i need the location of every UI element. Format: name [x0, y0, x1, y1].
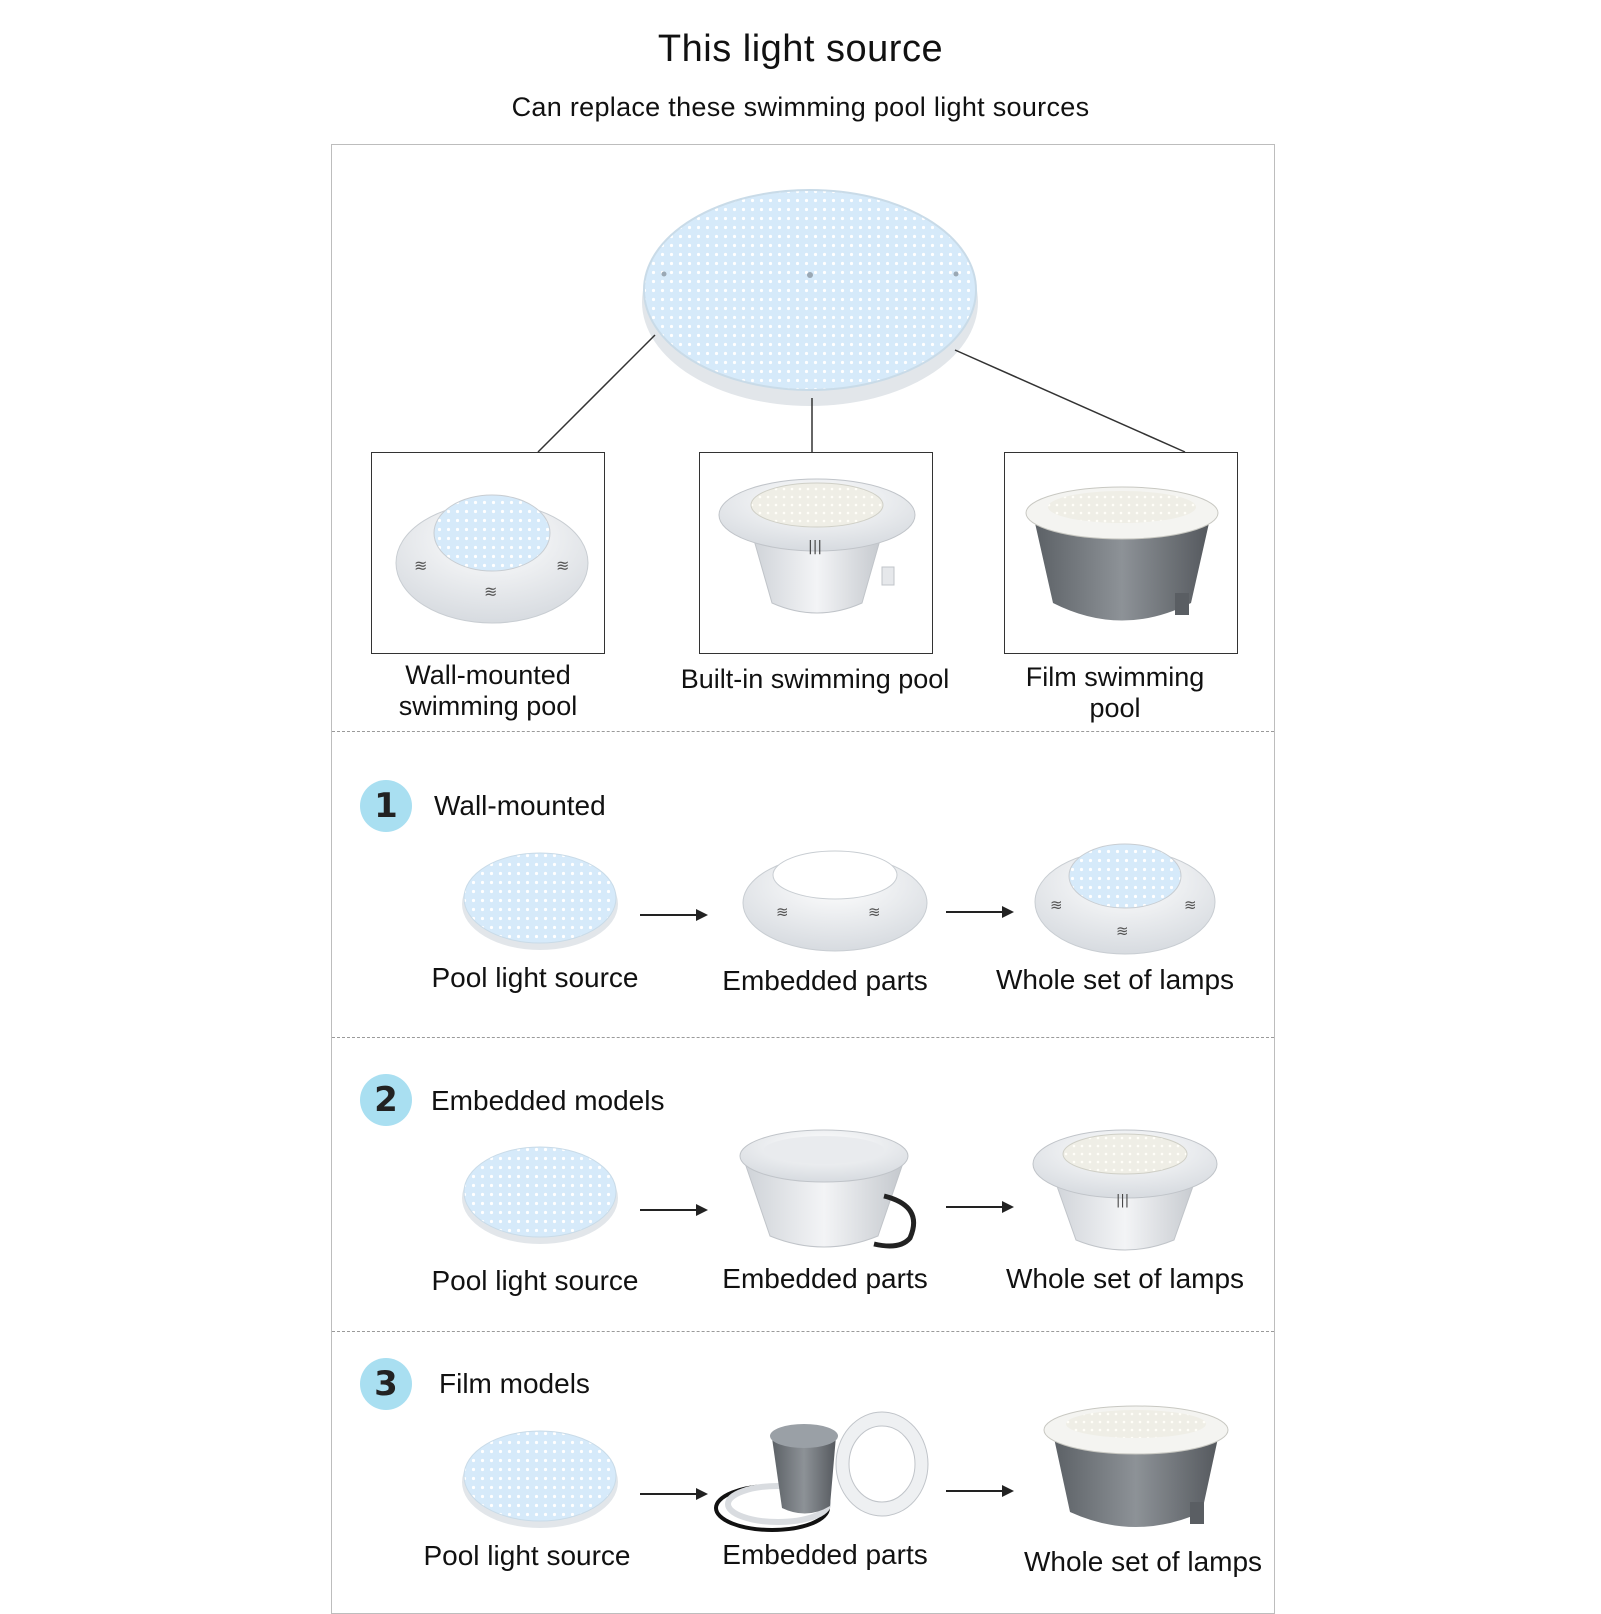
arrow-right-icon [946, 1201, 1014, 1213]
page-subtitle: Can replace these swimming pool light so… [511, 92, 1090, 122]
film-lamp-image [1025, 486, 1219, 621]
section-2-title: Embedded models [431, 1085, 665, 1116]
main-light-source-image [642, 189, 978, 406]
section-2-number-badge: 2 [360, 1074, 412, 1126]
section-3-item-pool-light-source: Pool light source [423, 1540, 631, 1571]
svg-text:≋: ≋ [868, 903, 881, 921]
film-pool-caption: Film swimming pool [985, 662, 1245, 724]
svg-text:≋: ≋ [414, 556, 427, 575]
section-divider [332, 1037, 1274, 1038]
section-2-item-whole-set: Whole set of lamps [1005, 1263, 1245, 1294]
section-1-item-whole-set: Whole set of lamps [995, 964, 1235, 995]
section-2-light-source-image [462, 1146, 618, 1244]
arrow-right-icon [640, 1488, 708, 1500]
svg-text:≋: ≋ [484, 582, 497, 601]
caption-line: Film swimming [1025, 662, 1205, 692]
section-3-whole-lamp-image [1043, 1405, 1229, 1527]
section-3-embedded-parts-image [714, 1411, 929, 1532]
arrow-right-icon [946, 906, 1014, 918]
arrow-right-icon [640, 1204, 708, 1216]
caption-line: swimming pool [398, 691, 578, 721]
page-title: This light source [657, 28, 944, 70]
section-1-embedded-part-image: ≋ ≋ [742, 850, 928, 952]
svg-text:|||: ||| [1116, 1193, 1129, 1208]
section-3-number-badge: 3 [360, 1358, 412, 1410]
film-pool-thumbnail [1004, 452, 1238, 654]
svg-text:≋: ≋ [556, 556, 569, 575]
section-2-embedded-part-image [739, 1129, 917, 1249]
wall-mounted-pool-thumbnail: ≋ ≋ ≋ [371, 452, 605, 654]
arrow-right-icon [946, 1485, 1014, 1497]
built-in-lamp-image: ||| [718, 478, 916, 614]
built-in-pool-caption: Built-in swimming pool [680, 664, 950, 694]
wall-mounted-pool-caption: Wall-mounted swimming pool [371, 660, 605, 722]
section-divider [332, 731, 1274, 732]
wall-mounted-lamp-image: ≋ ≋ ≋ [395, 494, 589, 624]
svg-text:≋: ≋ [1116, 922, 1129, 940]
section-2-item-embedded-parts: Embedded parts [722, 1263, 928, 1294]
section-1-light-source-image [462, 852, 618, 950]
section-3-item-embedded-parts: Embedded parts [722, 1539, 928, 1570]
section-3-item-whole-set: Whole set of lamps [1023, 1546, 1263, 1577]
section-3-light-source-image [462, 1430, 618, 1528]
built-in-pool-thumbnail: ||| [699, 452, 933, 654]
section-3-title: Film models [439, 1368, 590, 1399]
section-2-whole-lamp-image: ||| [1032, 1129, 1218, 1251]
section-divider [332, 1331, 1274, 1332]
arrow-right-icon [640, 909, 708, 921]
caption-line: Wall-mounted [405, 660, 571, 690]
section-1-whole-lamp-image: ≋ ≋ ≋ [1034, 843, 1216, 955]
svg-text:≋: ≋ [1184, 896, 1197, 914]
section-1-item-pool-light-source: Pool light source [431, 962, 639, 993]
section-1-number-badge: 1 [360, 780, 412, 832]
svg-text:≋: ≋ [776, 903, 789, 921]
section-2-item-pool-light-source: Pool light source [431, 1265, 639, 1296]
caption-line: pool [1089, 693, 1141, 723]
section-1-title: Wall-mounted [434, 790, 606, 821]
svg-text:|||: ||| [808, 539, 822, 555]
section-1-item-embedded-parts: Embedded parts [722, 965, 928, 996]
svg-text:≋: ≋ [1050, 896, 1063, 914]
